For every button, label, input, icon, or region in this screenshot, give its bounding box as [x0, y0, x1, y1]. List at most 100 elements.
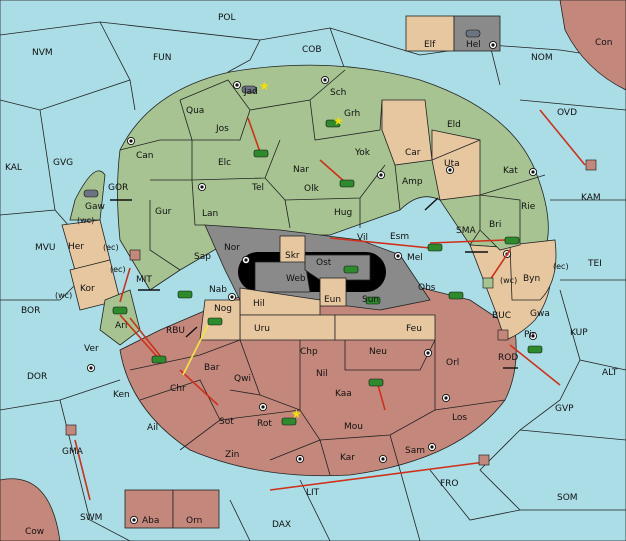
- label-jos: Jos: [215, 124, 229, 134]
- label-can: Can: [136, 151, 154, 161]
- supply-centre: [427, 442, 437, 452]
- supply-centres: [86, 40, 538, 525]
- supply-centre: [488, 40, 498, 50]
- supply-centre: [129, 515, 139, 525]
- label-swm: SWM: [80, 513, 102, 523]
- label-aba: Aba: [142, 516, 159, 526]
- label-ovd: OVD: [557, 108, 577, 118]
- move-order-arrow: [319, 159, 346, 183]
- label-kal: KAL: [5, 163, 22, 173]
- label-sot: Sot: [219, 417, 234, 427]
- label-her: Her: [68, 242, 84, 252]
- move-order-arrow: [377, 384, 386, 411]
- province-car[interactable]: [381, 99, 433, 166]
- label-nab: Nab: [209, 285, 227, 295]
- label-gvp: GVP: [555, 404, 574, 414]
- label-pir: Pir: [524, 330, 536, 340]
- label-nor: Nor: [224, 243, 240, 253]
- fleet-unit: [465, 29, 481, 38]
- province-web[interactable]: [254, 261, 311, 293]
- label-coast-gwa-wc: (wc): [500, 276, 517, 285]
- province-labels: POL NVM FUN COB NOM Con Elf Hel OVD KAM …: [5, 13, 618, 537]
- label-con: Con: [595, 38, 613, 48]
- province-ari[interactable]: [99, 289, 141, 346]
- province-skr[interactable]: [279, 235, 306, 267]
- capital-stars: ★ ★ ★: [259, 79, 344, 421]
- label-uta: Uta: [444, 159, 460, 169]
- label-amp: Amp: [402, 177, 423, 187]
- label-pol: POL: [218, 13, 236, 23]
- supply-centre: [320, 75, 330, 85]
- label-esm: Esm: [390, 232, 409, 242]
- label-nar: Nar: [293, 165, 309, 175]
- province-elf[interactable]: [405, 15, 455, 52]
- label-cow: Cow: [25, 527, 44, 537]
- label-coast-byn-ec: (ec): [553, 262, 569, 271]
- army-unit: [339, 179, 355, 188]
- label-gma: GMA: [62, 447, 84, 457]
- label-sma: SMA: [456, 226, 476, 236]
- army-unit: [177, 290, 193, 299]
- label-yok: Yok: [354, 148, 371, 158]
- label-rbu: RBU: [166, 326, 185, 336]
- army-unit: [253, 149, 269, 158]
- supply-centre: [86, 363, 96, 373]
- star-icon: ★: [259, 79, 270, 93]
- fleet-unit: [65, 424, 77, 436]
- label-hil: Hil: [253, 299, 265, 309]
- label-uru: Uru: [254, 324, 270, 334]
- label-kup: KUP: [570, 328, 588, 338]
- province-orn[interactable]: [172, 489, 220, 529]
- province-bri[interactable]: [479, 194, 521, 251]
- army-unit: [281, 417, 297, 426]
- supply-centre: [378, 454, 388, 464]
- label-los: Los: [452, 413, 467, 423]
- move-order-arrow: [269, 461, 486, 491]
- label-lit: LIT: [306, 488, 320, 498]
- move-order-arrow: [129, 317, 166, 363]
- label-kat: Kat: [503, 166, 518, 176]
- label-coast-kor-ec: (ec): [110, 265, 126, 274]
- label-orn: Orn: [186, 516, 202, 526]
- label-alt: ALT: [602, 368, 618, 378]
- supply-centre: [241, 255, 251, 265]
- label-ver: Ver: [84, 344, 99, 354]
- label-mit: MIT: [136, 275, 152, 285]
- label-gor: GOR: [108, 183, 128, 193]
- supply-centre: [393, 251, 403, 261]
- label-elc: Elc: [218, 158, 231, 168]
- province-uta[interactable]: [431, 129, 481, 201]
- move-order-arrow: [429, 239, 506, 244]
- label-fun: FUN: [153, 53, 172, 63]
- label-tei: TEI: [587, 259, 602, 269]
- label-neu: Neu: [369, 347, 387, 357]
- supply-centre: [295, 454, 305, 464]
- adjacency-markers: [110, 197, 518, 369]
- province-eun[interactable]: [319, 277, 347, 307]
- label-som: SOM: [557, 493, 578, 503]
- fleet-unit: [497, 329, 509, 341]
- label-kaa: Kaa: [335, 389, 352, 399]
- units: [65, 29, 597, 466]
- label-nil: Nil: [316, 369, 328, 379]
- label-rot: Rot: [257, 419, 272, 429]
- army-unit: [368, 378, 384, 387]
- move-order-arrow: [489, 249, 511, 281]
- label-feu: Feu: [406, 324, 422, 334]
- label-kam: KAM: [581, 193, 601, 203]
- label-mou: Mou: [344, 422, 363, 432]
- move-order-arrow: [539, 109, 586, 166]
- province-ost[interactable]: [304, 254, 371, 281]
- label-jad: Jad: [243, 87, 258, 97]
- province-byn[interactable]: [509, 239, 557, 301]
- label-nvm: NVM: [32, 48, 53, 58]
- orders: [74, 109, 586, 501]
- label-rod: ROD: [498, 353, 518, 363]
- label-fro: FRO: [440, 479, 459, 489]
- label-mel: Mel: [407, 253, 423, 263]
- move-order-arrow: [247, 117, 261, 153]
- label-gwa: Gwa: [530, 309, 550, 319]
- move-order-arrow: [509, 344, 561, 386]
- label-orl: Orl: [446, 358, 459, 368]
